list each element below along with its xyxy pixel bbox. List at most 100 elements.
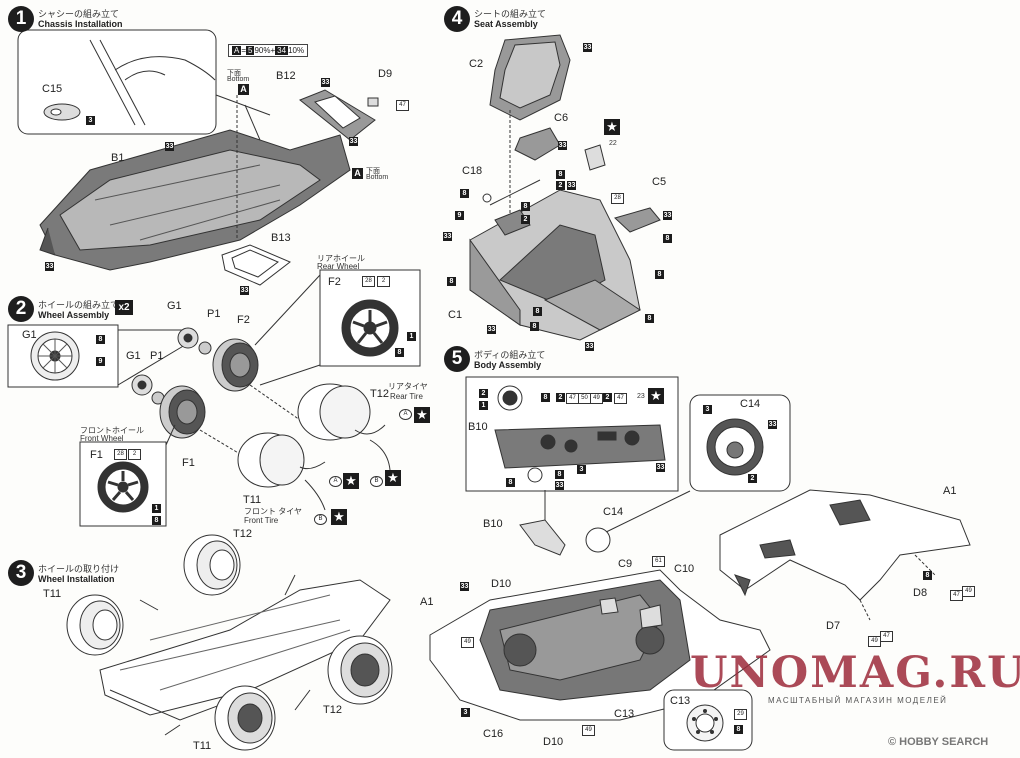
color-callout-9: 9: [96, 357, 105, 366]
star-icon: ★: [648, 388, 664, 404]
color-callout-8: 8: [556, 170, 565, 179]
color-callout-33: 33: [567, 181, 576, 190]
color-callout-8: 8: [96, 335, 105, 344]
part-a1-label: A1: [943, 485, 957, 497]
part-d10-lower-label: D10: [543, 736, 564, 748]
paint-code-a-bottom: A: [352, 168, 363, 179]
part-f1-label: F1: [182, 457, 195, 469]
color-callout-33: 33: [240, 286, 249, 295]
part-t11-label: T11: [193, 740, 212, 752]
part-f2-inset-label: F2: [328, 276, 341, 288]
part-t11-label: T11: [243, 494, 262, 506]
color-callout-8: 8: [541, 393, 550, 402]
part-c18-label: C18: [462, 165, 483, 177]
front-tire-en: Front Tire: [244, 516, 279, 525]
part-b10-label: B10: [483, 518, 503, 530]
part-d9-label: D9: [378, 68, 393, 80]
step-4-title-jp: シートの組み立て: [474, 9, 547, 19]
color-callout-47: 47: [880, 631, 893, 642]
part-d10-label: D10: [491, 578, 512, 590]
color-callout-8: 8: [506, 478, 515, 487]
rear-tire-jp: リアタイヤ: [388, 382, 428, 391]
color-callout-33: 33: [585, 342, 594, 351]
step-2-title-jp: ホイールの組み立て: [38, 300, 120, 310]
part-d8-label: D8: [913, 587, 928, 599]
color-callout-33: 33: [443, 232, 452, 241]
color-callout-28: 28: [362, 276, 375, 287]
part-c13-inset-label: C13: [670, 695, 691, 707]
color-callout-33: 33: [663, 211, 672, 220]
color-callout-8: 8: [530, 322, 539, 331]
star-icon: ★: [343, 473, 359, 489]
mix-percent-2: 10%: [288, 46, 305, 55]
color-callout-2: 2: [603, 393, 612, 402]
color-callout-8: 8: [734, 725, 743, 734]
part-g1-label: G1: [167, 300, 182, 312]
color-callout-29: 29: [734, 709, 747, 720]
front-tire-jp: フロント タイヤ: [244, 507, 302, 516]
part-f2-label: F2: [237, 314, 250, 326]
part-c14-inset-label: C14: [740, 398, 761, 410]
step-3-title-en: Wheel Installation: [38, 574, 115, 584]
part-c6-label: C6: [554, 112, 569, 124]
part-c5-label: C5: [652, 176, 667, 188]
part-a1-lower-label: A1: [420, 596, 434, 608]
color-callout-8: 8: [663, 234, 672, 243]
mix-color-5: 5: [246, 46, 255, 55]
star-icon: ★: [604, 119, 620, 135]
color-callout-47: 47: [396, 100, 409, 111]
color-callout-49: 49: [962, 586, 975, 597]
part-c13-label: C13: [614, 708, 635, 720]
part-c10-label: C10: [674, 563, 695, 575]
color-callout-33: 33: [321, 78, 330, 87]
color-callout-8: 8: [395, 348, 404, 357]
quantity-badge: x2: [115, 300, 133, 315]
mix-color-34: 34: [275, 46, 289, 55]
color-callout-2: 2: [377, 276, 390, 287]
part-b12-label: B12: [276, 70, 296, 82]
part-t11-label: T11: [43, 588, 62, 600]
part-p1-lower-label: P1: [150, 350, 164, 362]
color-callout-8: 8: [533, 307, 542, 316]
step-5-badge: 5: [444, 346, 470, 372]
hobby-search-credit: © HOBBY SEARCH: [888, 736, 988, 748]
part-g1-inset-label: G1: [22, 329, 37, 341]
mix-code-a: A: [232, 46, 242, 55]
color-callout-3: 3: [703, 405, 712, 414]
part-c1-label: C1: [448, 309, 463, 321]
rear-wheel-en: Rear Wheel: [317, 262, 360, 271]
color-callout-2: 2: [556, 393, 565, 402]
part-t12-label: T12: [370, 388, 389, 400]
color-callout-8: 8: [645, 314, 654, 323]
bottom-en-side: Bottom: [366, 174, 389, 181]
color-callout-9: 9: [455, 211, 464, 220]
color-callout-2: 2: [479, 389, 488, 398]
color-callout-47: 47: [950, 590, 963, 601]
bottom-en-top: Bottom: [227, 76, 250, 83]
color-callout-3: 3: [461, 708, 470, 717]
color-callout-33: 33: [656, 463, 665, 472]
color-callout-22: 22: [609, 140, 617, 147]
color-callout-33: 33: [487, 325, 496, 334]
color-callout-8: 8: [655, 270, 664, 279]
part-c15-label: C15: [42, 83, 63, 95]
bottom-jp-side: 下面: [366, 168, 380, 175]
paint-code-a-top: A: [238, 84, 249, 95]
part-b13-label: B13: [271, 232, 291, 244]
part-f1-inset-label: F1: [90, 449, 103, 461]
color-callout-28: 28: [611, 193, 624, 204]
unomag-watermark: UNOMAG.RU: [690, 648, 1020, 698]
color-callout-33: 33: [45, 262, 54, 271]
color-callout-8: 8: [152, 516, 161, 525]
part-t12-label: T12: [323, 704, 342, 716]
color-callout-33: 33: [768, 420, 777, 429]
color-callout-49: 49: [461, 637, 474, 648]
part-b10-inset-label: B10: [468, 421, 488, 433]
step-marker-a: A: [329, 476, 342, 487]
color-callout-33: 33: [460, 582, 469, 591]
color-callout-1: 1: [152, 504, 161, 513]
color-callout-2: 2: [521, 215, 530, 224]
color-callout-28: 28: [114, 449, 127, 460]
